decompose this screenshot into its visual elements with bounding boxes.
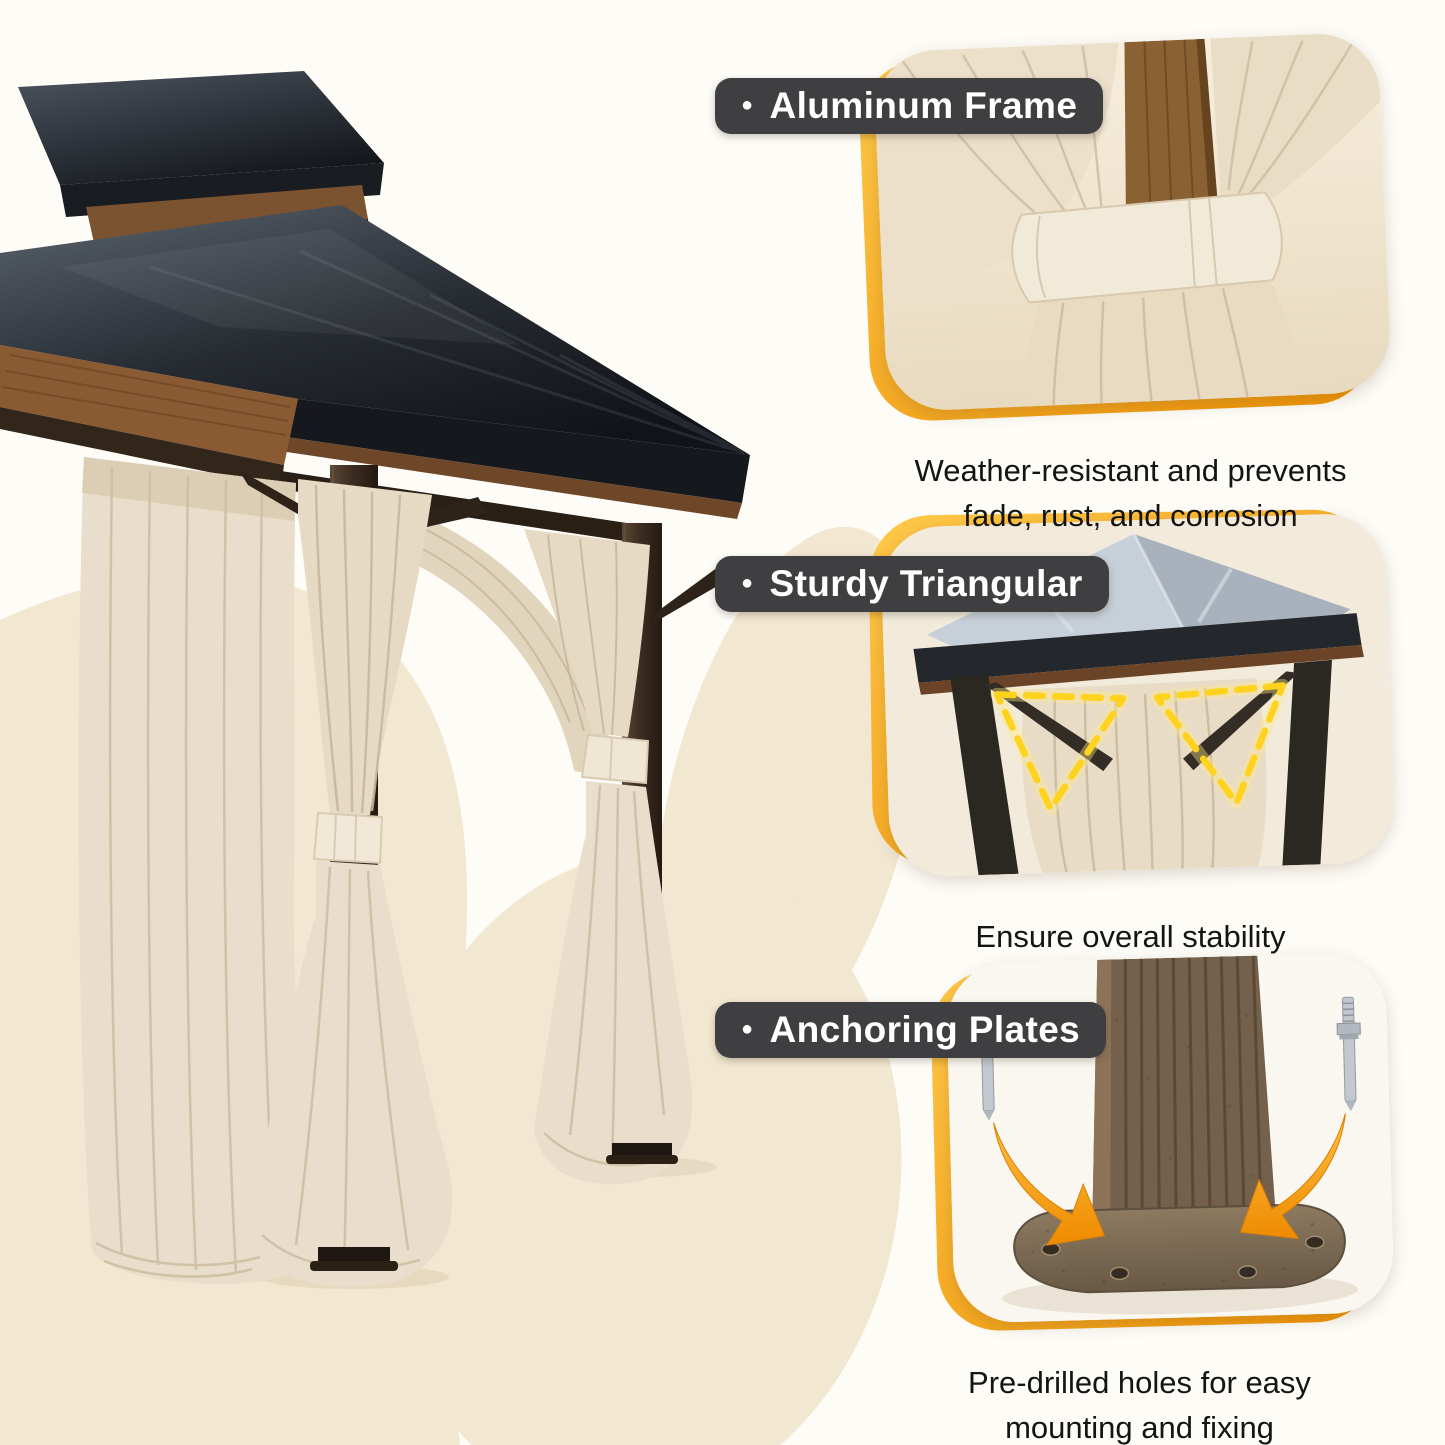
feature-title-anchoring-plates: ● Anchoring Plates — [715, 1002, 1107, 1058]
bullet-dot-icon: ● — [741, 572, 754, 594]
feature-title-label: Aluminum Frame — [769, 85, 1078, 126]
triangular-brace-illustration — [879, 512, 1396, 878]
gazebo-curtain-center-tied — [250, 479, 453, 1287]
feature-title-label: Sturdy Triangular — [769, 563, 1083, 604]
feature-photo-sturdy-triangular — [868, 508, 1396, 878]
gazebo-main-roof — [0, 205, 750, 543]
feature-title-sturdy-triangular: ● Sturdy Triangular — [715, 556, 1109, 612]
gazebo-top-roof — [18, 71, 384, 259]
feature-description-aluminum-frame: Weather-resistant and prevents fade, rus… — [914, 453, 1347, 533]
arrow-icons — [993, 1113, 1346, 1246]
feature-title-aluminum-frame: ● Aluminum Frame — [715, 78, 1104, 134]
gazebo-product-illustration — [0, 71, 750, 1289]
feature-title-label: Anchoring Plates — [769, 1009, 1081, 1050]
feature-description-anchoring-plates: Pre-drilled holes for easy mounting and … — [968, 1365, 1311, 1445]
bullet-dot-icon: ● — [741, 1018, 754, 1040]
gazebo-curtain-right-tied — [524, 529, 693, 1185]
bullet-dot-icon: ● — [741, 94, 754, 116]
feature-description-sturdy-triangular: Ensure overall stability — [975, 919, 1286, 954]
gazebo-curtain-left — [78, 457, 320, 1284]
gazebo-post-bases — [310, 1143, 678, 1271]
bolt-icon — [1336, 996, 1361, 1112]
